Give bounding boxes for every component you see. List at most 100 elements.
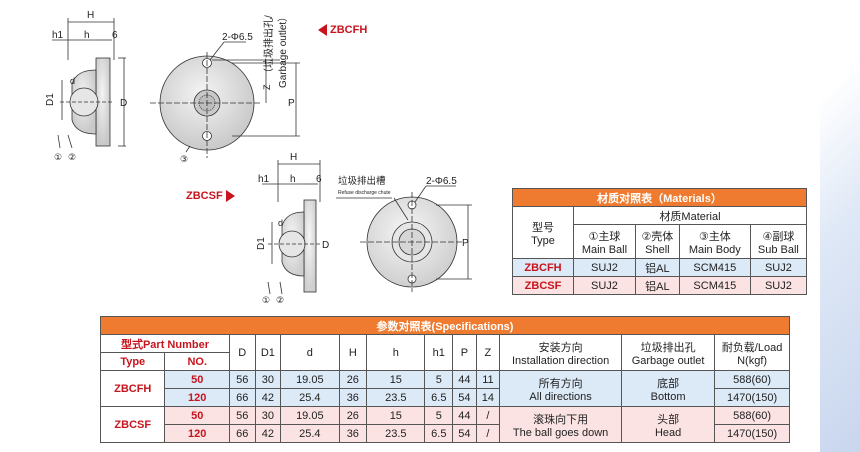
cell: 54 xyxy=(452,388,477,407)
col-en: Main Body xyxy=(688,243,741,256)
cell: SUJ2 xyxy=(573,276,636,295)
col-d: d xyxy=(280,334,340,371)
cell: 11 xyxy=(475,370,501,389)
row-type: ZBCSF xyxy=(512,276,574,295)
chute-en-label: Refuse discharge chute xyxy=(338,190,391,196)
dim-D-label-2: D xyxy=(322,240,329,251)
install-cn: 所有方向 xyxy=(538,377,583,390)
col-D: D xyxy=(228,334,256,371)
cell: 铝AL xyxy=(634,276,680,295)
row-no: 120 xyxy=(164,424,230,443)
cell: SUJ2 xyxy=(749,276,808,295)
table-row: ZBCFH SUJ2 铝AL SCM415 SUJ2 xyxy=(512,258,808,277)
col-P: P xyxy=(452,334,477,371)
cell: 66 xyxy=(228,424,256,443)
outlet-cn: 头部 xyxy=(657,413,680,426)
table-row: ZBCSF SUJ2 铝AL SCM415 SUJ2 xyxy=(512,276,808,295)
zbcsf-front-view xyxy=(336,185,472,292)
row-no: 50 xyxy=(164,406,230,425)
dim-d-label-2: d xyxy=(278,218,283,228)
zbcfh-tag-label: ZBCFH xyxy=(330,24,368,36)
cell: 54 xyxy=(452,424,477,443)
load-cell: 588(60) xyxy=(714,370,790,389)
cell: / xyxy=(475,424,501,443)
cell: 6.5 xyxy=(424,424,454,443)
group-type: ZBCSF xyxy=(99,406,166,443)
install-header: 安装方向 Installation direction xyxy=(499,334,623,371)
chute-cn-label: 垃圾排出槽 xyxy=(338,175,386,187)
cell: 25.4 xyxy=(280,424,340,443)
zbcfh-front-labels: 2-Φ6.5 Z （垃圾排出孔/ Garbage outlet） P ③ xyxy=(180,12,295,164)
col-cn: ②壳体 xyxy=(641,230,674,243)
dim-d-label: d xyxy=(70,76,75,86)
type-header-en: Type xyxy=(531,234,555,247)
hole-label-2: 2-Φ6.5 xyxy=(426,176,457,187)
outlet-cell: 头部 Head xyxy=(621,406,716,443)
zbcsf-front-labels: 垃圾排出槽 Refuse discharge chute 2-Φ6.5 P xyxy=(338,175,469,249)
load-header-cn: 耐负载/Load xyxy=(721,341,783,354)
cell: 19.05 xyxy=(280,406,340,425)
col-cn: ④副球 xyxy=(762,230,795,243)
cell: 14 xyxy=(475,388,501,407)
col-en: Shell xyxy=(645,243,670,256)
row-no: 50 xyxy=(164,370,230,389)
outlet-cell: 底部 Bottom xyxy=(621,370,716,407)
load-cell: 1470(150) xyxy=(714,388,790,407)
col-h1: h1 xyxy=(424,334,454,371)
cell: SCM415 xyxy=(678,258,751,277)
outlet-header-en: Garbage outlet xyxy=(631,354,705,367)
col-cn: ③主体 xyxy=(698,230,731,243)
cell: / xyxy=(475,406,501,425)
cell: 56 xyxy=(228,370,256,389)
outlet-en: Head xyxy=(654,426,682,439)
col-en: Main Ball xyxy=(581,243,628,256)
callout-2-2: ② xyxy=(276,295,284,305)
cell: 36 xyxy=(338,424,368,443)
cell: 42 xyxy=(254,424,282,443)
cell: 15 xyxy=(366,370,426,389)
cell: 铝AL xyxy=(634,258,680,277)
materials-title: 材质对照表（Materials） xyxy=(512,188,807,207)
outlet-en: Bottom xyxy=(650,390,686,403)
install-en: All directions xyxy=(529,390,592,403)
cell: 15 xyxy=(366,406,426,425)
outlet-cn-label: （垃圾排出孔/ xyxy=(262,15,275,78)
cell: 5 xyxy=(424,406,454,425)
cell: 44 xyxy=(452,406,477,425)
cell: 56 xyxy=(228,406,256,425)
cell: 44 xyxy=(452,370,477,389)
col-D1: D1 xyxy=(254,334,282,371)
table-row: ZBCFH 50 56 30 19.05 26 15 5 44 11 所有方向 … xyxy=(99,370,790,407)
load-header: 耐负载/Load N(kgf) xyxy=(714,334,790,371)
spec-title: 参数对照表(Specifications) xyxy=(100,316,790,335)
load-cell: 588(60) xyxy=(714,406,790,425)
cell: 6.5 xyxy=(424,388,454,407)
group-type: ZBCFH xyxy=(99,370,166,407)
dim-h1-label: h1 xyxy=(52,30,64,41)
callout-3: ③ xyxy=(180,154,188,164)
cell: 42 xyxy=(254,388,282,407)
cell: 26 xyxy=(338,406,368,425)
zbcsf-tag: ZBCSF xyxy=(186,190,235,202)
table-row: ZBCSF 50 56 30 19.05 26 15 5 44 / 滚珠向下用 … xyxy=(99,406,790,443)
cell: 36 xyxy=(338,388,368,407)
part-number-header: 型式Part Number xyxy=(100,334,230,353)
dim-H-label-2: H xyxy=(290,152,297,163)
zbcfh-side-view xyxy=(52,18,126,149)
hole-label: 2-Φ6.5 xyxy=(222,32,253,43)
install-header-en: Installation direction xyxy=(511,354,610,367)
type-header-cn: 型号 xyxy=(532,221,554,234)
no-subheader: NO. xyxy=(164,352,230,371)
dim-P-label-2: P xyxy=(462,238,469,249)
decorative-stripe xyxy=(820,0,860,452)
load-header-en: N(kgf) xyxy=(737,354,768,367)
load-cell: 1470(150) xyxy=(714,424,790,443)
cell: 30 xyxy=(254,406,282,425)
cell: SUJ2 xyxy=(573,258,636,277)
install-cell: 滚珠向下用 The ball goes down xyxy=(499,406,623,443)
